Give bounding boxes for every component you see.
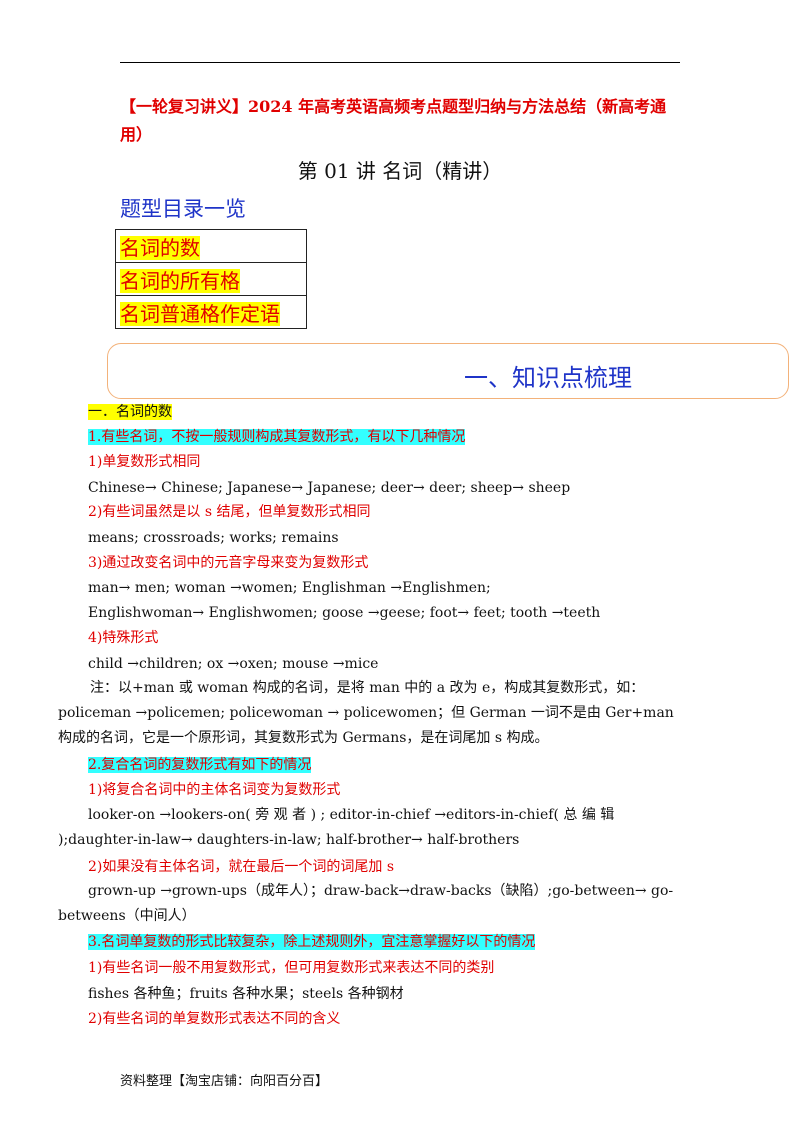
section-banner-title: 一、知识点梳理 — [464, 364, 632, 392]
example-text: man→ men; woman →women; Englishman →Engl… — [88, 580, 491, 596]
toc-table: 名词的数 名词的所有格 名词普通格作定语 — [115, 229, 307, 329]
page-footer: 资料整理【淘宝店铺：向阳百分百】 — [120, 1074, 329, 1089]
rule-subheading: 2)如果没有主体名词，就在最后一个词的词尾加 s — [88, 859, 395, 875]
rule-heading: 3.名词单复数的形式比较复杂，除上述规则外，宜注意掌握好以下的情况 — [88, 934, 536, 950]
example-text: child →children; ox →oxen; mouse →mice — [88, 656, 379, 672]
rule-subheading: 1)单复数形式相同 — [88, 454, 201, 470]
toc-heading: 题型目录一览 — [120, 197, 246, 221]
rule-subheading: 1)将复合名词中的主体名词变为复数形式 — [88, 782, 341, 798]
rule-heading: 2.复合名词的复数形式有如下的情况 — [88, 757, 312, 773]
rule-heading: 1.有些名词，不按一般规则构成其复数形式，有以下几种情况 — [88, 429, 466, 445]
example-text: Chinese→ Chinese; Japanese→ Japanese; de… — [88, 480, 571, 496]
header-rule — [120, 62, 680, 63]
rule-subheading: 4)特殊形式 — [88, 630, 159, 646]
toc-item[interactable]: 名词普通格作定语 — [115, 295, 307, 329]
document-title: 【一轮复习讲义】2024 年高考英语高频考点题型归纳与方法总结（新高考通用） — [120, 97, 667, 144]
example-text: means; crossroads; works; remains — [88, 530, 339, 546]
rule-subheading: 1)有些名词一般不用复数形式，但可用复数形式来表达不同的类别 — [88, 960, 495, 976]
rule-subheading: 2)有些名词的单复数形式表达不同的含义 — [88, 1011, 341, 1027]
subsection-title: 一．名词的数 — [88, 404, 172, 420]
example-text: grown-up →grown-ups（成年人）；draw-back→draw-… — [58, 883, 674, 924]
section-banner: 一、知识点梳理 — [107, 343, 789, 399]
toc-item[interactable]: 名词的所有格 — [115, 262, 307, 296]
rule-subheading: 3)通过改变名词中的元音字母来变为复数形式 — [88, 555, 369, 571]
lecture-title: 第 01 讲 名词（精讲） — [297, 159, 503, 183]
note-paragraph: 注：以+man 或 woman 构成的名词，是将 man 中的 a 改为 e，构… — [58, 680, 674, 746]
example-text: looker-on →lookers-on( 旁 观 者 ) ; editor-… — [58, 807, 615, 848]
toc-item[interactable]: 名词的数 — [115, 229, 307, 263]
example-text: Englishwoman→ Englishwomen; goose →geese… — [88, 605, 601, 621]
rule-subheading: 2)有些词虽然是以 s 结尾，但单复数形式相同 — [88, 504, 371, 520]
example-text: fishes 各种鱼；fruits 各种水果；steels 各种钢材 — [88, 986, 404, 1002]
